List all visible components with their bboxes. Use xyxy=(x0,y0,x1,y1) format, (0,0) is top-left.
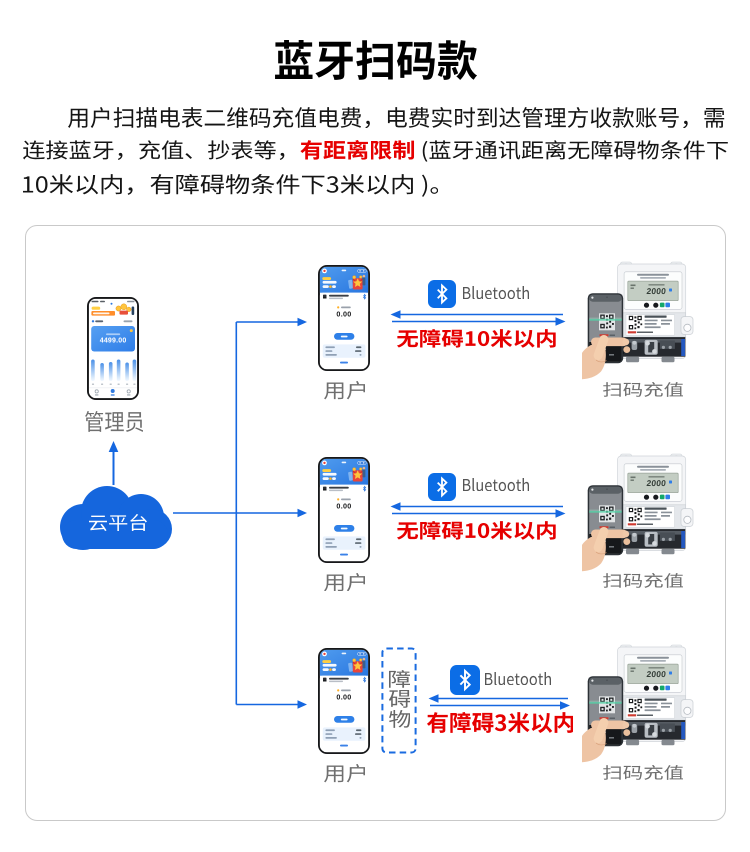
svg-text:0.00: 0.00 xyxy=(336,692,351,701)
svg-text:0.00: 0.00 xyxy=(336,309,351,318)
svg-text:2000: 2000 xyxy=(646,478,667,488)
svg-text:2000: 2000 xyxy=(646,286,667,296)
svg-text:4499.00: 4499.00 xyxy=(100,337,127,344)
svg-text:2000: 2000 xyxy=(646,669,667,679)
svg-text:0.00: 0.00 xyxy=(336,501,351,510)
